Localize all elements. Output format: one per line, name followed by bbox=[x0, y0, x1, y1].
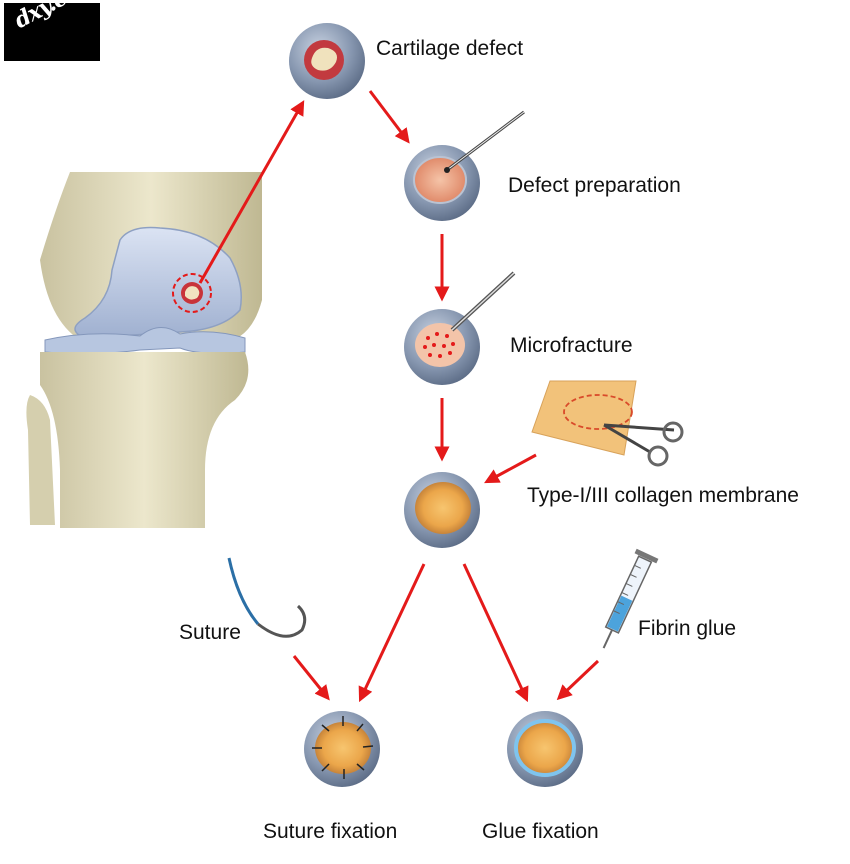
watermark: dxy.cn bbox=[4, 0, 100, 61]
watermark-text: dxy.cn bbox=[10, 0, 84, 34]
label-fibrin-glue: Fibrin glue bbox=[638, 617, 737, 640]
suture-stitches bbox=[312, 716, 374, 779]
suture-needle-icon bbox=[227, 557, 307, 638]
membrane-covered-disc bbox=[404, 472, 480, 548]
label-suture-fixation: Suture fixation bbox=[263, 820, 398, 843]
scissors-icon bbox=[603, 421, 684, 467]
arrow-defect-to-preparation bbox=[368, 90, 410, 144]
arrow-disc-to-suture-fixation bbox=[358, 563, 426, 703]
glue-fixation-disc bbox=[507, 711, 583, 787]
defect-preparation-disc bbox=[404, 110, 525, 221]
label-microfracture: Microfracture bbox=[510, 334, 633, 357]
arrow-collagen-to-disc bbox=[484, 453, 537, 484]
arrow-suture-to-fixation bbox=[292, 655, 330, 701]
flow-arrows bbox=[198, 90, 600, 703]
watermark-logo bbox=[4, 3, 100, 61]
arrow-glue-to-fixation bbox=[556, 659, 600, 701]
cartilage-defect-disc bbox=[289, 23, 365, 99]
label-glue-fixation: Glue fixation bbox=[482, 820, 599, 843]
microfracture-holes bbox=[423, 332, 455, 358]
arrow-disc-to-glue-fixation bbox=[462, 563, 529, 703]
label-suture: Suture bbox=[179, 621, 241, 644]
label-defect-preparation: Defect preparation bbox=[508, 174, 681, 197]
label-collagen-membrane: Type-I/III collagen membrane bbox=[527, 484, 799, 507]
suture-fixation-disc bbox=[304, 711, 380, 787]
collagen-membrane-sheet bbox=[531, 380, 684, 467]
fibrin-glue-syringe-icon bbox=[602, 548, 659, 649]
arrow-knee-to-defect bbox=[198, 100, 305, 284]
microfracture-disc bbox=[404, 271, 516, 385]
label-cartilage-defect: Cartilage defect bbox=[376, 37, 524, 60]
knee-illustration bbox=[26, 172, 262, 528]
